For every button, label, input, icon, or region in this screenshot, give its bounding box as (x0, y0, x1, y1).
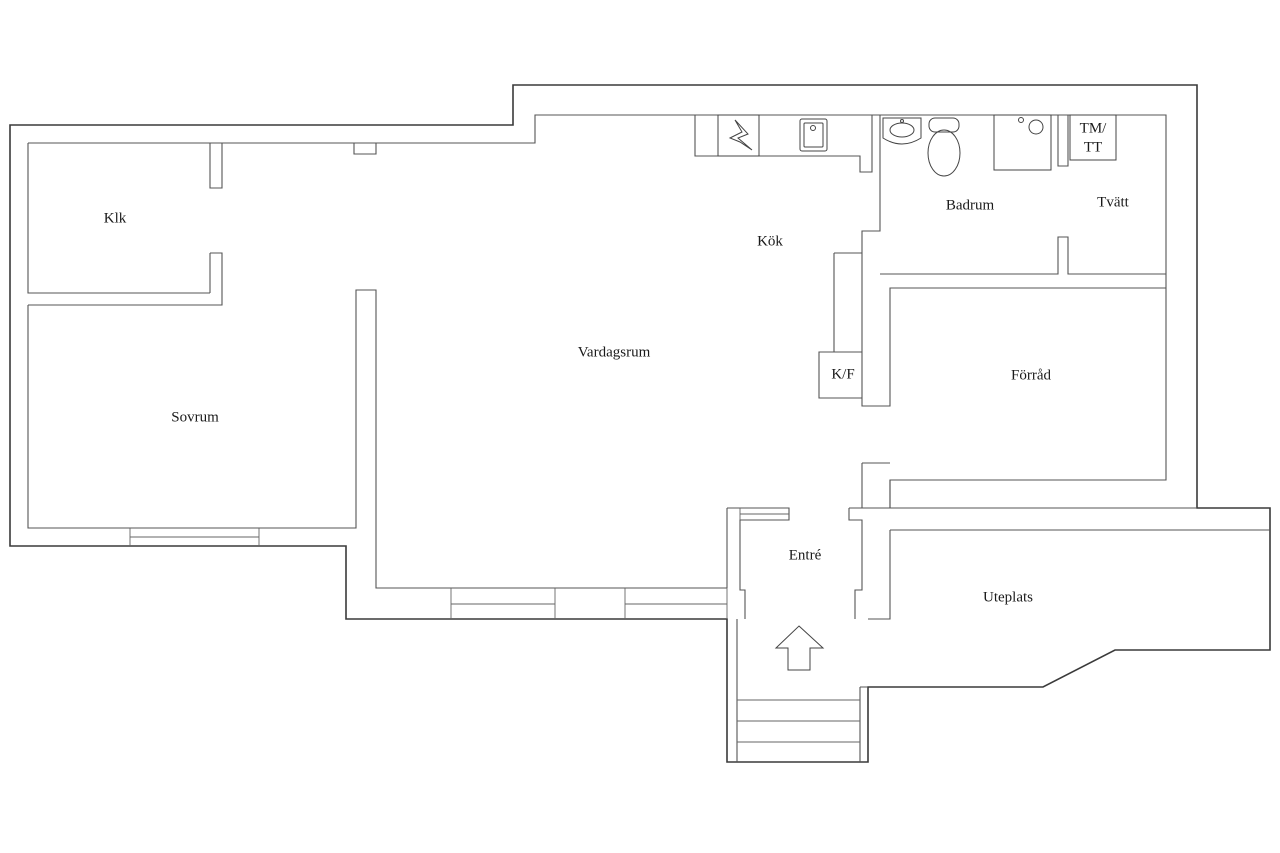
living-room-windows (450, 588, 728, 619)
washbasin-icon (882, 117, 922, 145)
bathroom (861, 114, 1166, 407)
label-klk: Klk (104, 210, 127, 226)
kitchen-counter (694, 114, 873, 173)
toilet-icon (927, 117, 961, 177)
entrance-arrow-icon (774, 625, 825, 671)
label-kok: Kök (757, 233, 783, 249)
label-sovrum: Sovrum (171, 409, 219, 425)
stove-icon (717, 114, 760, 157)
building-outline (9, 84, 1271, 763)
label-entre: Entré (789, 547, 822, 563)
label-vardagsrum: Vardagsrum (578, 344, 651, 360)
label-tm: TM/ (1080, 120, 1108, 136)
label-forrad: Förråd (1011, 367, 1051, 383)
label-tvatt: Tvätt (1097, 194, 1129, 210)
bedroom-window (129, 528, 260, 546)
room-labels: Klk Sovrum Vardagsrum Kök Badrum Tvätt T… (104, 120, 1130, 605)
label-tt: TT (1084, 139, 1102, 155)
kitchen-sink-icon (799, 118, 828, 152)
shower-icon (993, 114, 1052, 171)
entrance-stairs (736, 619, 868, 762)
label-kf: K/F (831, 366, 854, 382)
washer-dryer-box (1069, 114, 1117, 161)
bedroom-walls (27, 143, 727, 589)
entry-walls (726, 462, 1270, 620)
inner-outline (28, 114, 1197, 509)
label-uteplats: Uteplats (983, 589, 1033, 605)
kf-closet (818, 252, 862, 399)
label-badrum: Badrum (946, 197, 995, 213)
